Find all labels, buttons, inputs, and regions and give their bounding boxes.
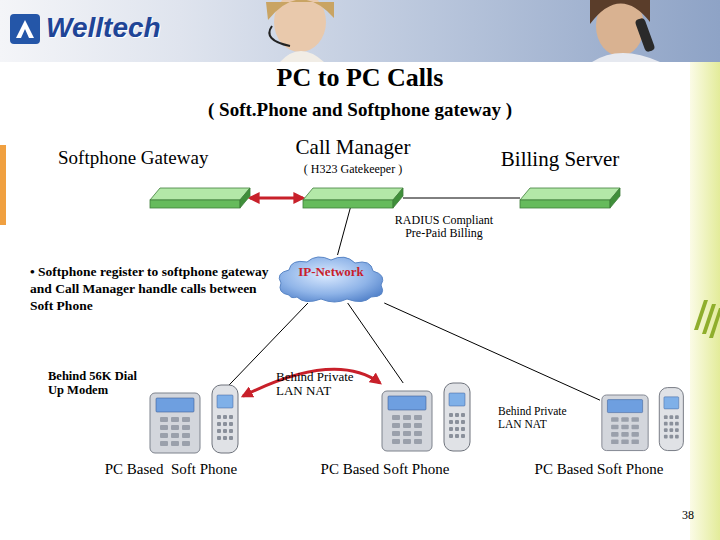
gateway-node: Softphone Gateway xyxy=(150,188,250,208)
side-band xyxy=(690,62,720,540)
soft-phone-illustration xyxy=(148,385,243,455)
link-line xyxy=(384,303,600,400)
phone-note: Behind Private LAN NAT xyxy=(498,405,568,430)
device-slab xyxy=(150,188,250,208)
phone-note: Behind Private LAN NAT xyxy=(276,370,362,399)
phone-caption: PC Based Soft Phone xyxy=(509,461,689,478)
call-manager-node: Call Manager( H323 Gatekeeper ) xyxy=(303,188,403,208)
device-slab xyxy=(520,188,620,208)
link-line xyxy=(338,208,351,255)
slide-title: PC to PC Calls xyxy=(0,64,720,93)
side-marks xyxy=(694,300,720,338)
link-line xyxy=(403,198,520,199)
network-cloud-node: IP-Network xyxy=(275,255,387,303)
phone-caption: PC Based Soft Phone xyxy=(86,461,256,478)
side-tab xyxy=(0,145,6,225)
soft-phone-node: Behind Private LAN NATPC Based Soft Phon… xyxy=(380,383,475,453)
billing-note: RADIUS Compliant Pre-Paid Billing xyxy=(388,214,500,240)
soft-phone-node: Behind Private LAN NATPC Based Soft Phon… xyxy=(600,385,688,455)
node-heading: Softphone Gateway xyxy=(58,148,238,169)
node-heading: Call Manager xyxy=(283,136,423,159)
node-subheading: ( H323 Gatekeeper ) xyxy=(283,163,423,176)
page-number: 38 xyxy=(660,509,694,522)
logo-mark xyxy=(10,14,40,44)
logo-text: Welltech xyxy=(46,13,176,44)
banner-photo xyxy=(266,0,660,62)
soft-phone-illustration xyxy=(380,383,475,453)
soft-phone-node: Behind 56K Dial Up ModemPC Based Soft Ph… xyxy=(148,385,243,455)
bullet-note: • Softphone register to softphone gatewa… xyxy=(30,264,276,315)
billing-node: Billing Server xyxy=(520,188,620,208)
phone-note: Behind 56K Dial Up Modem xyxy=(48,370,148,398)
node-heading: Billing Server xyxy=(480,148,640,171)
cloud-label: IP-Network xyxy=(275,265,387,279)
subtitle: ( Soft.Phone and Softphone gateway ) xyxy=(0,100,720,121)
phone-caption: PC Based Soft Phone xyxy=(300,461,470,478)
red-double-arrow xyxy=(250,197,303,200)
soft-phone-illustration xyxy=(600,385,688,455)
device-slab xyxy=(303,188,403,208)
